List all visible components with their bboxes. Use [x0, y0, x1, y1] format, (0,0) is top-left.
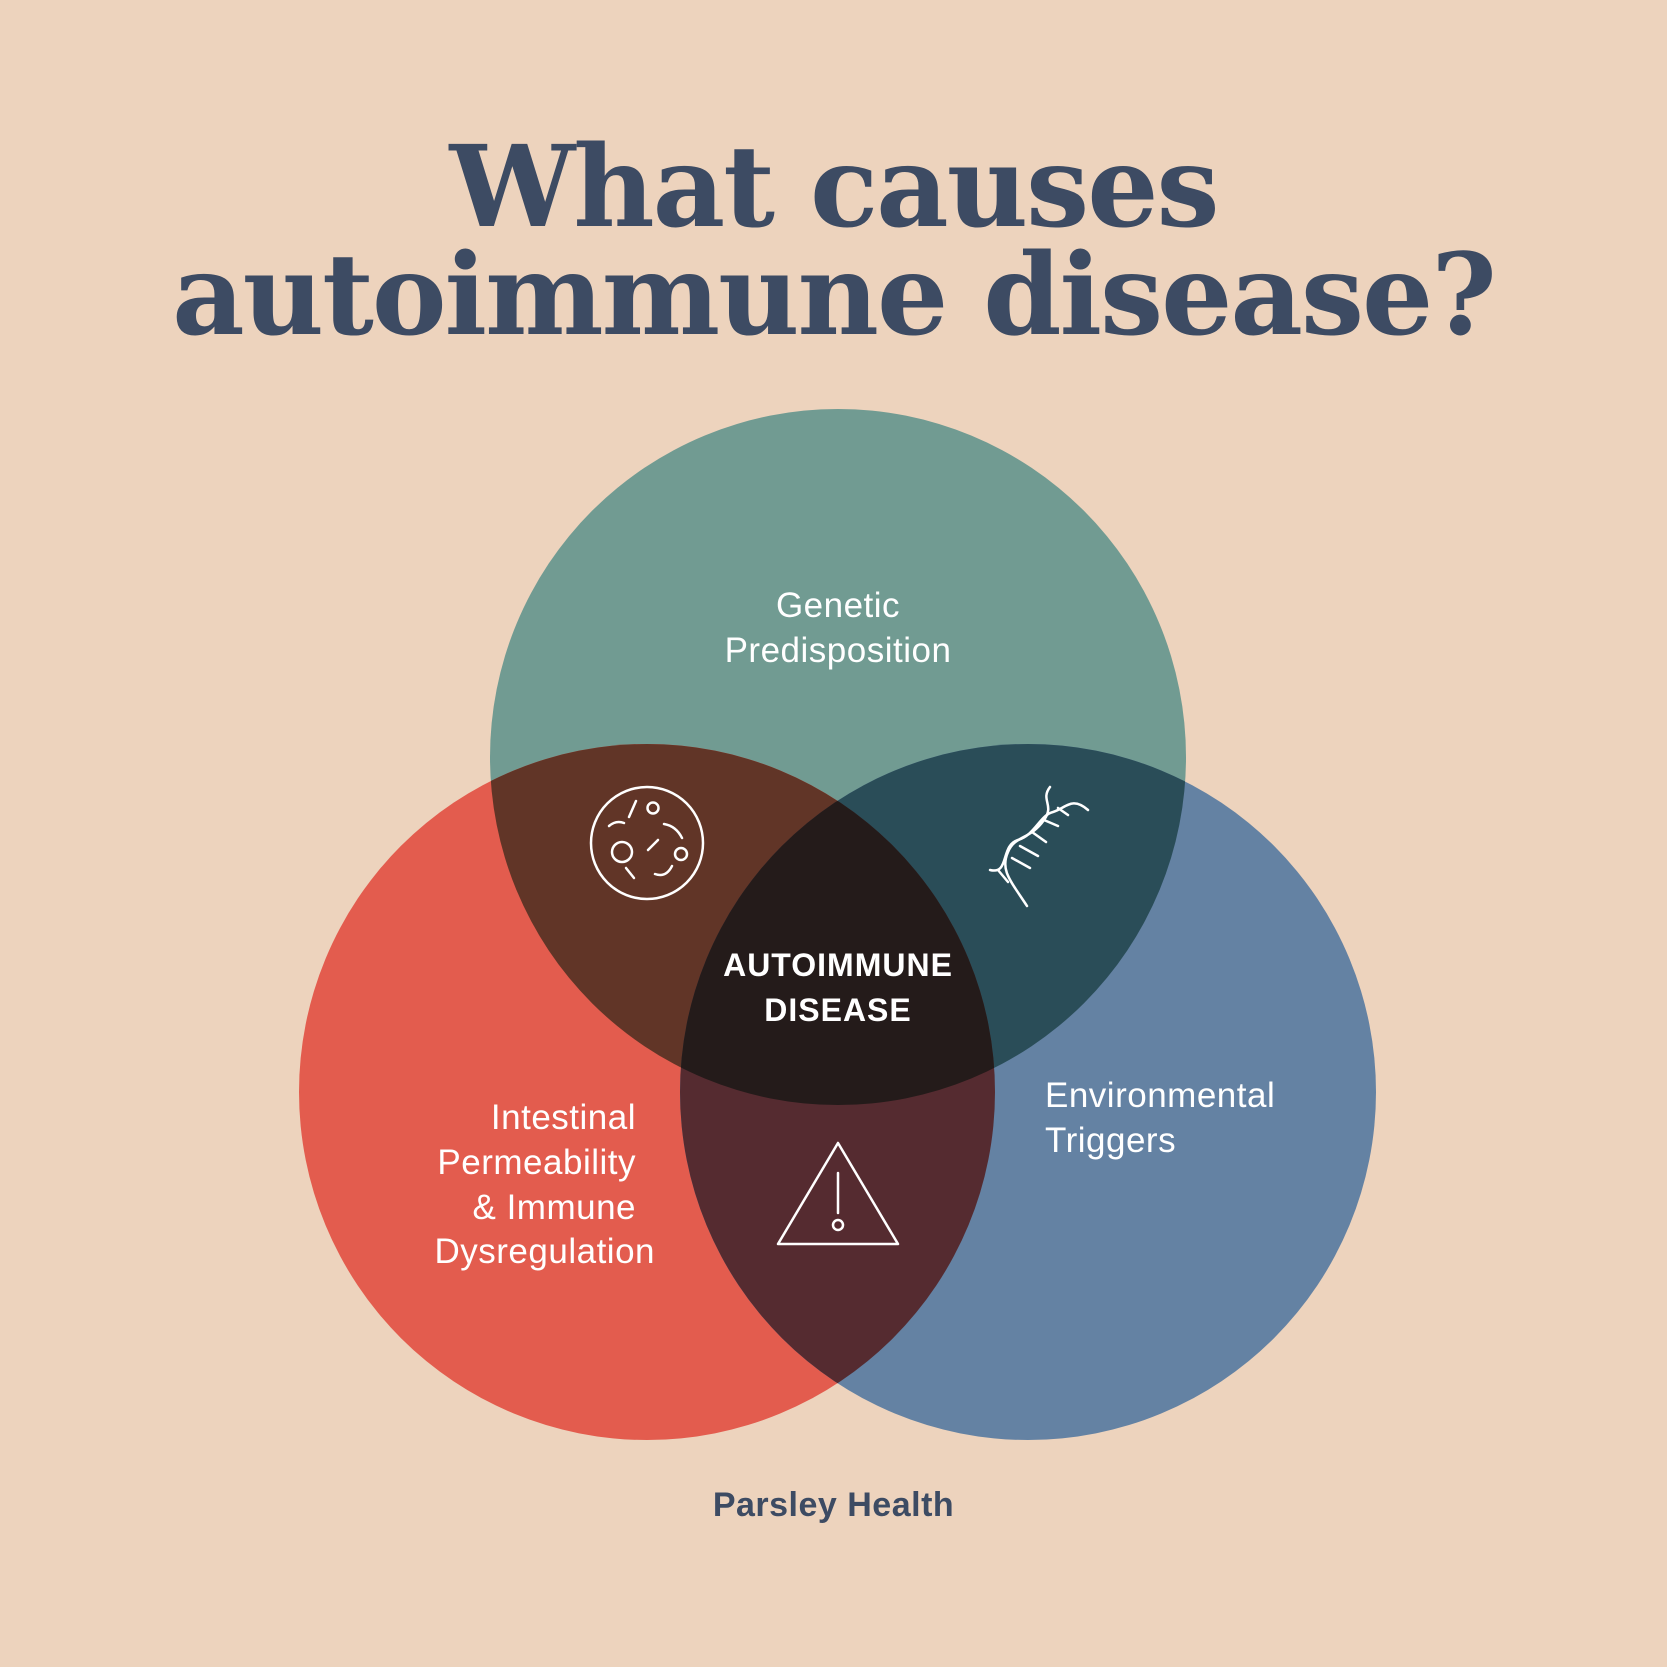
environmental-label-line-1: Environmental [1045, 1076, 1275, 1115]
intestinal-label-line-4: Dysregulation [435, 1232, 656, 1271]
intestinal-label-line-2: Permeability [437, 1143, 636, 1182]
center-label-line-2: DISEASE [764, 992, 911, 1028]
brand-name: Parsley Health [712, 1486, 955, 1524]
page-title-line-1: What causes [449, 122, 1219, 253]
microbe-icon [589, 785, 705, 901]
page-title-line-2: autoimmune disease? [172, 230, 1497, 361]
overlap-center [680, 744, 995, 1105]
environmental-label-line-2: Triggers [1045, 1121, 1176, 1160]
intestinal-label-line-1: Intestinal [491, 1098, 636, 1137]
genetic-label-line-2: Predisposition [725, 631, 952, 670]
intestinal-label-line-3: & Immune [473, 1188, 637, 1227]
center-label-line-1: AUTOIMMUNE [723, 947, 953, 983]
warning-icon [776, 1141, 900, 1246]
dna-icon [988, 785, 1090, 908]
genetic-label-line-1: Genetic [776, 586, 900, 625]
